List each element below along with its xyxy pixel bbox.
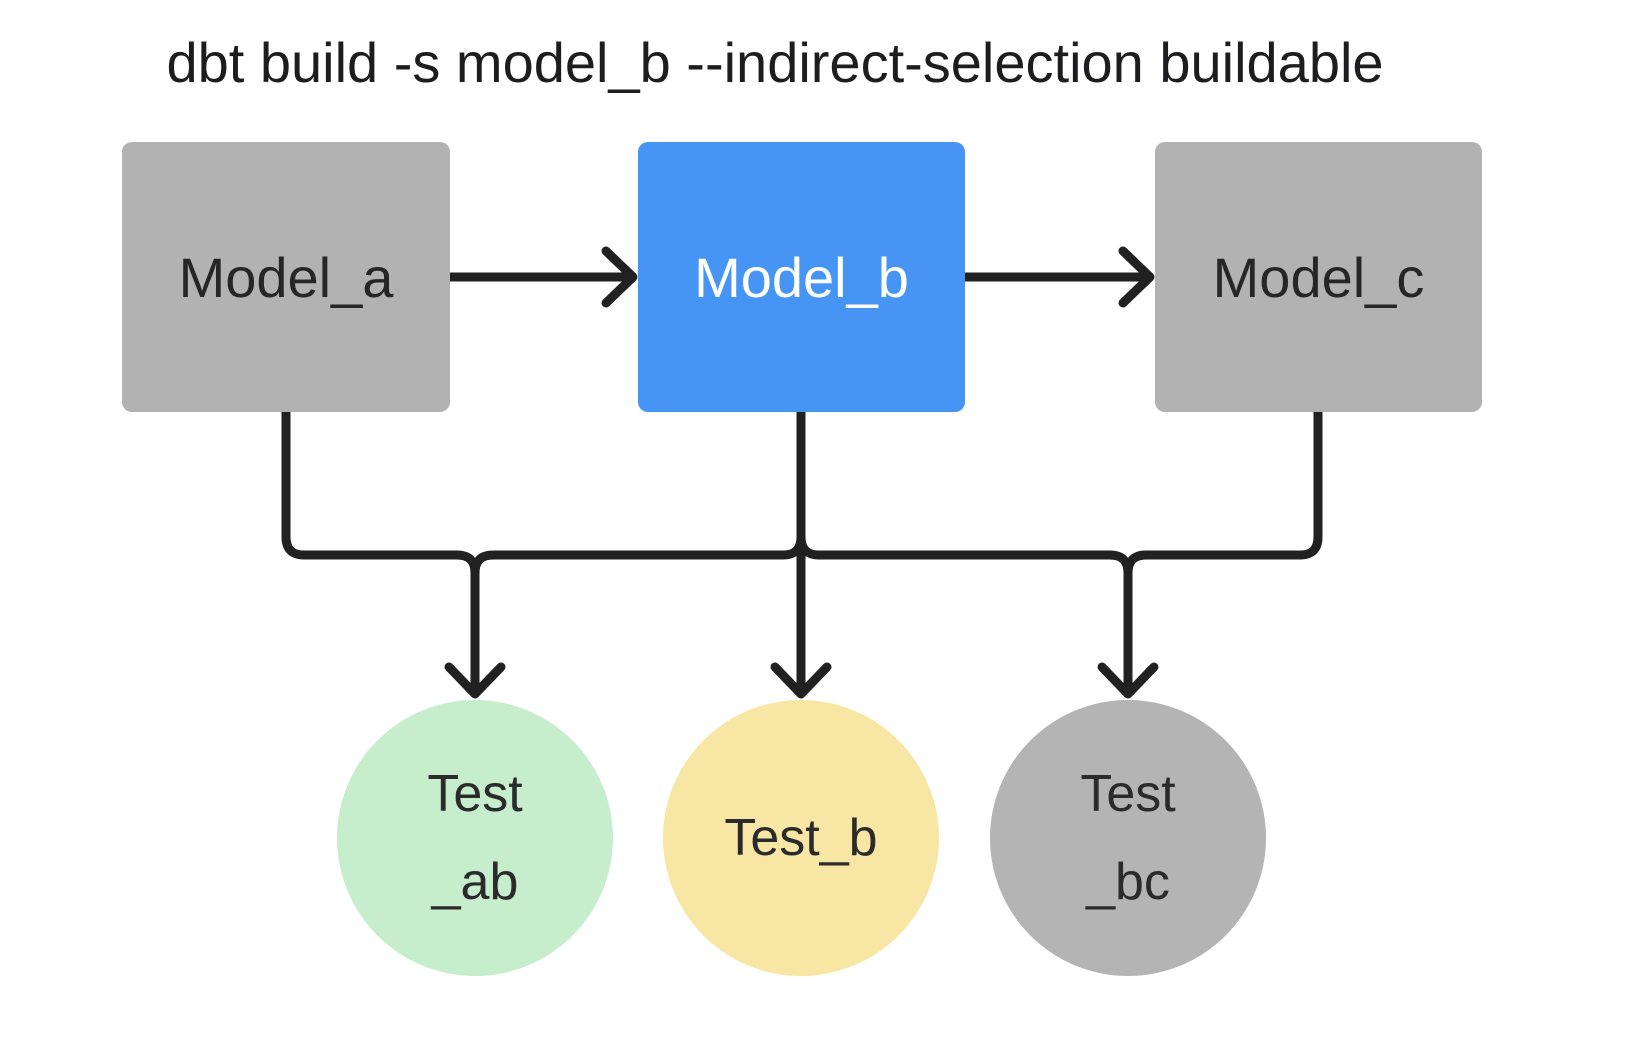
node-test-b: Test_b bbox=[663, 700, 939, 976]
node-model-b-label: Model_b bbox=[694, 245, 909, 309]
node-test-bc-label-line2: _bc bbox=[1086, 853, 1170, 911]
node-test-ab-label-line1: Test bbox=[427, 765, 523, 823]
node-test-bc: Test _bc bbox=[990, 700, 1266, 976]
node-model-c: Model_c bbox=[1155, 142, 1482, 412]
edge-model-b-to-test-ab bbox=[470, 407, 806, 695]
arrowhead-model-b bbox=[601, 246, 638, 308]
node-model-b: Model_b bbox=[638, 142, 965, 412]
edge-model-a-to-test-ab bbox=[281, 407, 480, 695]
arrowhead-test-ab bbox=[444, 662, 506, 699]
arrowhead-test-bc bbox=[1097, 662, 1159, 699]
node-model-a-label: Model_a bbox=[178, 245, 394, 309]
node-model-c-label: Model_c bbox=[1212, 245, 1425, 309]
node-test-b-label-line1: Test_b bbox=[724, 809, 878, 867]
arrowhead-model-c bbox=[1118, 246, 1155, 308]
edge-model-b-to-test-bc bbox=[796, 407, 1133, 695]
edge-group bbox=[281, 246, 1323, 699]
edge-model-c-to-test-bc bbox=[1123, 407, 1323, 695]
node-test-ab-label-line2: _ab bbox=[431, 853, 519, 911]
node-test-ab: Test _ab bbox=[337, 700, 613, 976]
diagram-title: dbt build -s model_b --indirect-selectio… bbox=[166, 31, 1384, 94]
node-test-bc-label-line1: Test bbox=[1080, 765, 1176, 823]
arrowhead-test-b bbox=[770, 662, 832, 699]
node-model-a: Model_a bbox=[122, 142, 450, 412]
